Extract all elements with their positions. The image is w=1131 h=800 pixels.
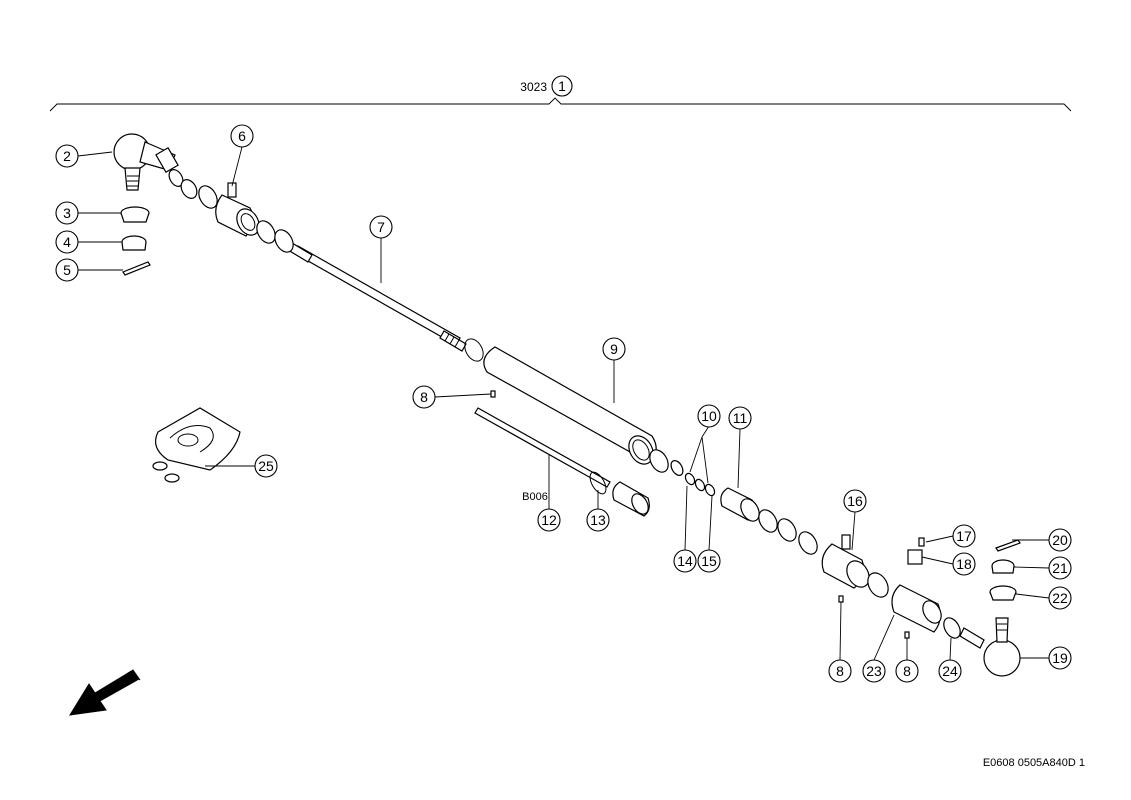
cylinder-tube <box>483 346 657 465</box>
right-dust-cap <box>989 585 1017 601</box>
svg-text:18: 18 <box>956 556 972 572</box>
svg-text:5: 5 <box>63 262 71 278</box>
callout-24: 24 <box>938 659 962 683</box>
split-pin <box>122 261 151 276</box>
callout-17: 17 <box>952 524 976 548</box>
callout-13: 13 <box>586 508 610 532</box>
svg-text:13: 13 <box>590 512 606 528</box>
svg-text:11: 11 <box>733 410 748 426</box>
svg-text:19: 19 <box>1052 650 1068 666</box>
inner-rod <box>474 407 650 517</box>
callout-19: 19 <box>1048 646 1072 670</box>
svg-text:1: 1 <box>558 78 566 94</box>
svg-text:8: 8 <box>420 389 428 405</box>
callout-6: 6 <box>230 124 254 148</box>
callout-22: 22 <box>1048 586 1072 610</box>
callout-15: 15 <box>697 549 721 573</box>
lock-nut <box>943 617 985 649</box>
svg-text:8: 8 <box>836 663 844 679</box>
callout-25: 25 <box>254 454 278 478</box>
callout-3: 3 <box>55 201 79 225</box>
left-ball-joint <box>113 133 184 191</box>
svg-text:2: 2 <box>63 148 71 164</box>
svg-text:22: 22 <box>1052 590 1068 606</box>
piston-rod <box>287 242 467 352</box>
svg-text:10: 10 <box>701 408 717 424</box>
callout-9: 9 <box>602 337 626 361</box>
dust-cap <box>120 206 150 223</box>
callout-4: 4 <box>55 230 79 254</box>
assembly-code: 3023 <box>520 80 547 94</box>
seal-kit-bag <box>152 407 241 483</box>
callout-14: 14 <box>673 549 697 573</box>
right-clamp <box>821 534 889 598</box>
drawing-reference: E0608 0505A840D 1 <box>983 757 1085 769</box>
svg-text:21: 21 <box>1052 560 1068 576</box>
clamp-housing <box>180 179 294 253</box>
callout-11: 11 <box>728 406 752 430</box>
right-split-pin <box>995 539 1021 552</box>
svg-text:24: 24 <box>942 663 958 679</box>
svg-text:7: 7 <box>377 219 385 235</box>
svg-text:20: 20 <box>1052 532 1068 548</box>
leader-lines <box>77 146 1050 661</box>
castle-nut <box>121 235 147 251</box>
direction-arrow-icon <box>69 669 141 716</box>
svg-text:16: 16 <box>847 493 863 509</box>
svg-text:15: 15 <box>701 553 717 569</box>
svg-text:17: 17 <box>956 528 972 544</box>
callout-16: 16 <box>843 489 867 513</box>
callout-23: 23 <box>862 659 886 683</box>
o-ring <box>464 338 484 362</box>
callout-18: 18 <box>952 552 976 576</box>
right-castle-nut <box>991 559 1015 574</box>
callout-1: 1 <box>551 75 573 97</box>
svg-text:8: 8 <box>903 663 911 679</box>
svg-text:14: 14 <box>677 553 693 569</box>
end-block <box>891 584 942 633</box>
callout-8-left: 8 <box>828 659 852 683</box>
svg-text:6: 6 <box>238 128 246 144</box>
callout-5: 5 <box>55 258 79 282</box>
svg-text:23: 23 <box>866 663 882 679</box>
callout-10: 10 <box>697 404 721 428</box>
callout-8-upper: 8 <box>412 385 436 409</box>
callout-20: 20 <box>1048 528 1072 552</box>
callout-12: 12 <box>537 508 561 532</box>
callout-7: 7 <box>369 215 393 239</box>
callout-8-right: 8 <box>895 659 919 683</box>
svg-text:12: 12 <box>541 512 557 528</box>
svg-text:4: 4 <box>63 234 71 250</box>
seal-rings <box>649 449 716 497</box>
svg-text:25: 25 <box>258 458 274 474</box>
assembly-brace: 3023 1 <box>49 75 1072 112</box>
gland-nut <box>720 487 818 555</box>
grease-nipple <box>907 537 925 565</box>
svg-text:3: 3 <box>63 205 71 221</box>
svg-text:9: 9 <box>610 341 618 357</box>
callout-2: 2 <box>55 144 79 168</box>
part-12-code: B006 <box>522 491 548 503</box>
callout-21: 21 <box>1048 556 1072 580</box>
right-ball-joint <box>983 617 1021 677</box>
